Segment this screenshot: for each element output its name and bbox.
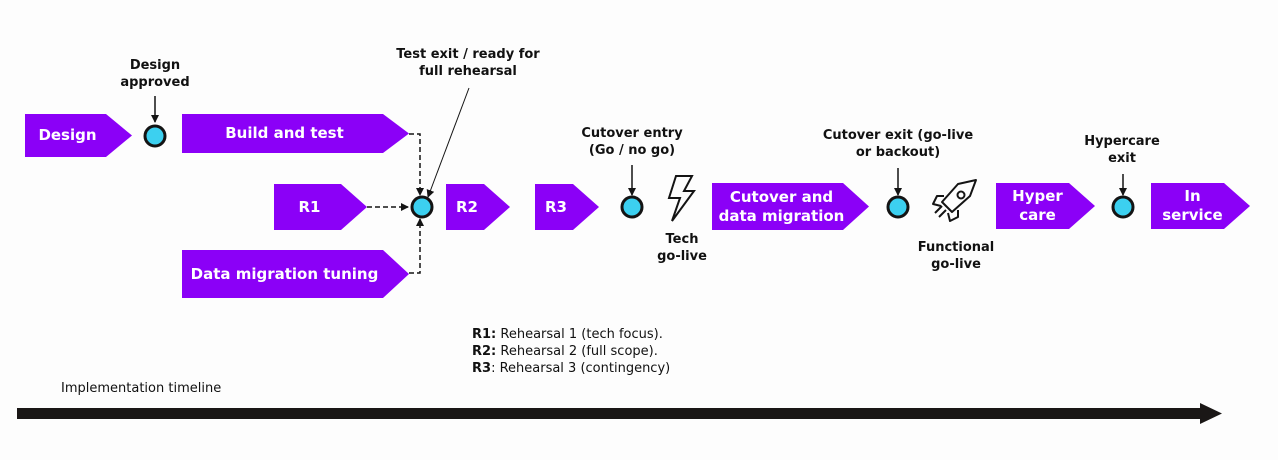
label-tech-go-live: Tech go-live <box>657 232 707 264</box>
milestone-test-exit <box>410 195 434 219</box>
label-cutover-entry: Cutover entry (Go / no go) <box>581 126 683 158</box>
label-test-exit: Test exit / ready for full rehearsal <box>396 47 540 79</box>
test-exit-pointer <box>426 87 470 198</box>
phase-cutover: Cutover and data migration <box>712 183 869 230</box>
milestone-cutover-entry <box>620 195 644 219</box>
timeline-arrow <box>17 403 1222 424</box>
label-hypercare-exit: Hypercare exit <box>1084 134 1160 166</box>
milestone-hypercare-exit <box>1111 195 1135 219</box>
rehearsal-legend: R1: Rehearsal 1 (tech focus). R2: Rehear… <box>472 326 670 377</box>
timeline-label: Implementation timeline <box>61 381 222 396</box>
phase-build-and-test: Build and test <box>182 114 409 153</box>
milestone-cutover-exit <box>886 195 910 219</box>
build-merge-line <box>409 133 424 196</box>
label-functional-go-live: Functional go-live <box>917 240 995 272</box>
legend-item: R2: Rehearsal 2 (full scope). <box>472 344 658 359</box>
legend-item: R3: Rehearsal 3 (contingency) <box>472 361 671 376</box>
rocket-icon <box>932 179 977 222</box>
lightning-bolt-icon <box>667 175 696 222</box>
legend-item: R1: Rehearsal 1 (tech focus). <box>472 327 663 342</box>
label-design-approved: Design approved <box>120 58 190 90</box>
data-tuning-merge-line <box>409 218 424 274</box>
label-cutover-exit: Cutover exit (go-live or backout) <box>822 128 974 160</box>
phase-design: Design <box>25 114 132 157</box>
phase-data-migration-tuning: Data migration tuning <box>182 250 409 298</box>
milestone-design-approved <box>143 124 167 148</box>
